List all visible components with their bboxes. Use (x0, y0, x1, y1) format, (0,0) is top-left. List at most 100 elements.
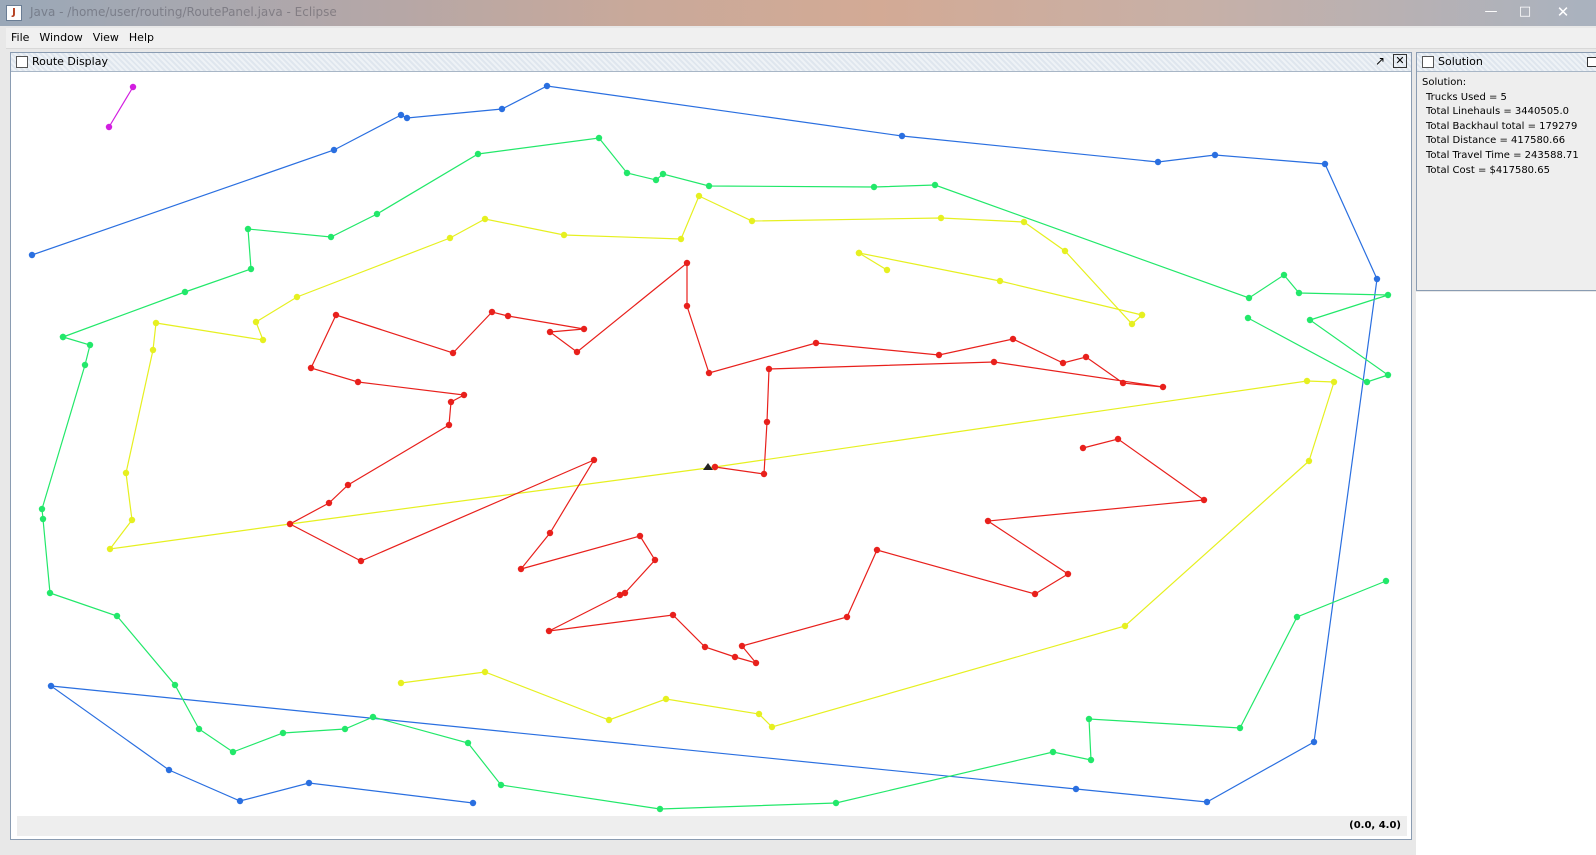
stop-point (498, 105, 506, 113)
route-line-6 (288, 261, 1206, 665)
stop-point (573, 348, 581, 356)
stop-point (1384, 291, 1392, 299)
close-window-button[interactable]: ✕ (1556, 3, 1570, 21)
stop-point (1049, 748, 1057, 756)
stop-point (870, 183, 878, 191)
stop-point (812, 339, 820, 347)
stop-point (937, 214, 945, 222)
stop-point (279, 729, 287, 737)
menu-file[interactable]: File (11, 31, 30, 44)
stop-point (662, 695, 670, 703)
maximize-panel-icon[interactable] (1587, 57, 1596, 67)
stop-point (636, 532, 644, 540)
maximize-button[interactable]: □ (1518, 4, 1532, 19)
stop-point (590, 456, 598, 464)
total-distance: Total Distance = 417580.66 (1426, 135, 1566, 147)
stop-point (229, 748, 237, 756)
stop-point (705, 182, 713, 190)
menu-view[interactable]: View (92, 31, 119, 44)
stop-point (621, 589, 629, 597)
stop-point (763, 418, 771, 426)
stop-point (1303, 377, 1311, 385)
stop-point (1310, 738, 1318, 746)
solution-text: Solution: Trucks Used = 5 Total Linehaul… (1422, 76, 1579, 178)
stop-point (659, 170, 667, 178)
solution-panel: Solution Solution: Trucks Used = 5 Total… (1416, 52, 1596, 291)
stop-point (1295, 289, 1303, 297)
stop-point (286, 520, 294, 528)
stop-point (855, 249, 863, 257)
stop-point (445, 421, 453, 429)
stop-point (935, 351, 943, 359)
stop-point (755, 710, 763, 718)
stop-point (873, 546, 881, 554)
status-strip: (0.0, 4.0) (17, 816, 1407, 836)
stop-point (1280, 271, 1288, 279)
stop-point (1236, 724, 1244, 732)
stop-point (332, 311, 340, 319)
stop-point (1330, 378, 1338, 386)
minimize-button[interactable]: — (1484, 4, 1498, 19)
menu-window[interactable]: Window (39, 31, 83, 44)
stop-point (1306, 316, 1314, 324)
stop-point (481, 668, 489, 676)
stop-point (181, 288, 189, 296)
stop-point (546, 328, 554, 336)
stop-point (1119, 379, 1127, 387)
stop-point (705, 369, 713, 377)
stop-point (397, 679, 405, 687)
solution-title: Solution (1438, 55, 1483, 68)
stop-point (293, 293, 301, 301)
stop-point (122, 469, 130, 477)
route-display-panel: Route Display ↗ ✕ (0.0, 4.0) (10, 52, 1412, 840)
stop-point (464, 739, 472, 747)
stop-point (760, 470, 768, 478)
stop-point (397, 111, 405, 119)
stop-point (357, 557, 365, 565)
stop-point (152, 319, 160, 327)
stop-point (1211, 151, 1219, 159)
stop-point (843, 613, 851, 621)
java-app-icon: J (6, 5, 22, 21)
stop-point (497, 781, 505, 789)
stop-point (711, 463, 719, 471)
stop-point (1200, 496, 1208, 504)
stop-point (1072, 785, 1080, 793)
stop-point (81, 361, 89, 369)
stop-point (1121, 622, 1129, 630)
stop-point (616, 591, 624, 599)
stop-point (39, 515, 47, 523)
route-canvas[interactable] (17, 77, 1407, 815)
stop-point (546, 529, 554, 537)
float-panel-icon[interactable]: ↗ (1374, 54, 1386, 68)
menu-help[interactable]: Help (128, 31, 154, 44)
stop-point (931, 181, 939, 189)
solution-header[interactable]: Solution (1417, 53, 1596, 72)
total-linehauls: Total Linehauls = 3440505.0 (1426, 106, 1569, 118)
stop-point (517, 565, 525, 573)
stop-point (1384, 371, 1392, 379)
stop-point (86, 341, 94, 349)
stop-point (1363, 378, 1371, 386)
trucks-used: Trucks Used = 5 (1426, 91, 1507, 103)
stop-point (244, 225, 252, 233)
stop-point (373, 210, 381, 218)
stop-point (1305, 457, 1313, 465)
stop-point (165, 766, 173, 774)
stop-point (683, 259, 691, 267)
route-display-header[interactable]: Route Display ↗ ✕ (11, 53, 1411, 72)
stop-point (990, 358, 998, 366)
close-panel-icon[interactable]: ✕ (1393, 54, 1407, 68)
stop-point (738, 642, 746, 650)
stop-point (623, 169, 631, 177)
stop-point (580, 325, 588, 333)
stop-point (1064, 570, 1072, 578)
stop-point (129, 83, 137, 91)
stop-point (171, 681, 179, 689)
stop-point (1059, 359, 1067, 367)
stop-point (883, 266, 891, 274)
stop-point (59, 333, 67, 341)
stop-point (446, 234, 454, 242)
window-titlebar: J Java - /home/user/routing/RoutePanel.j… (0, 0, 1596, 26)
stop-point (768, 723, 776, 731)
